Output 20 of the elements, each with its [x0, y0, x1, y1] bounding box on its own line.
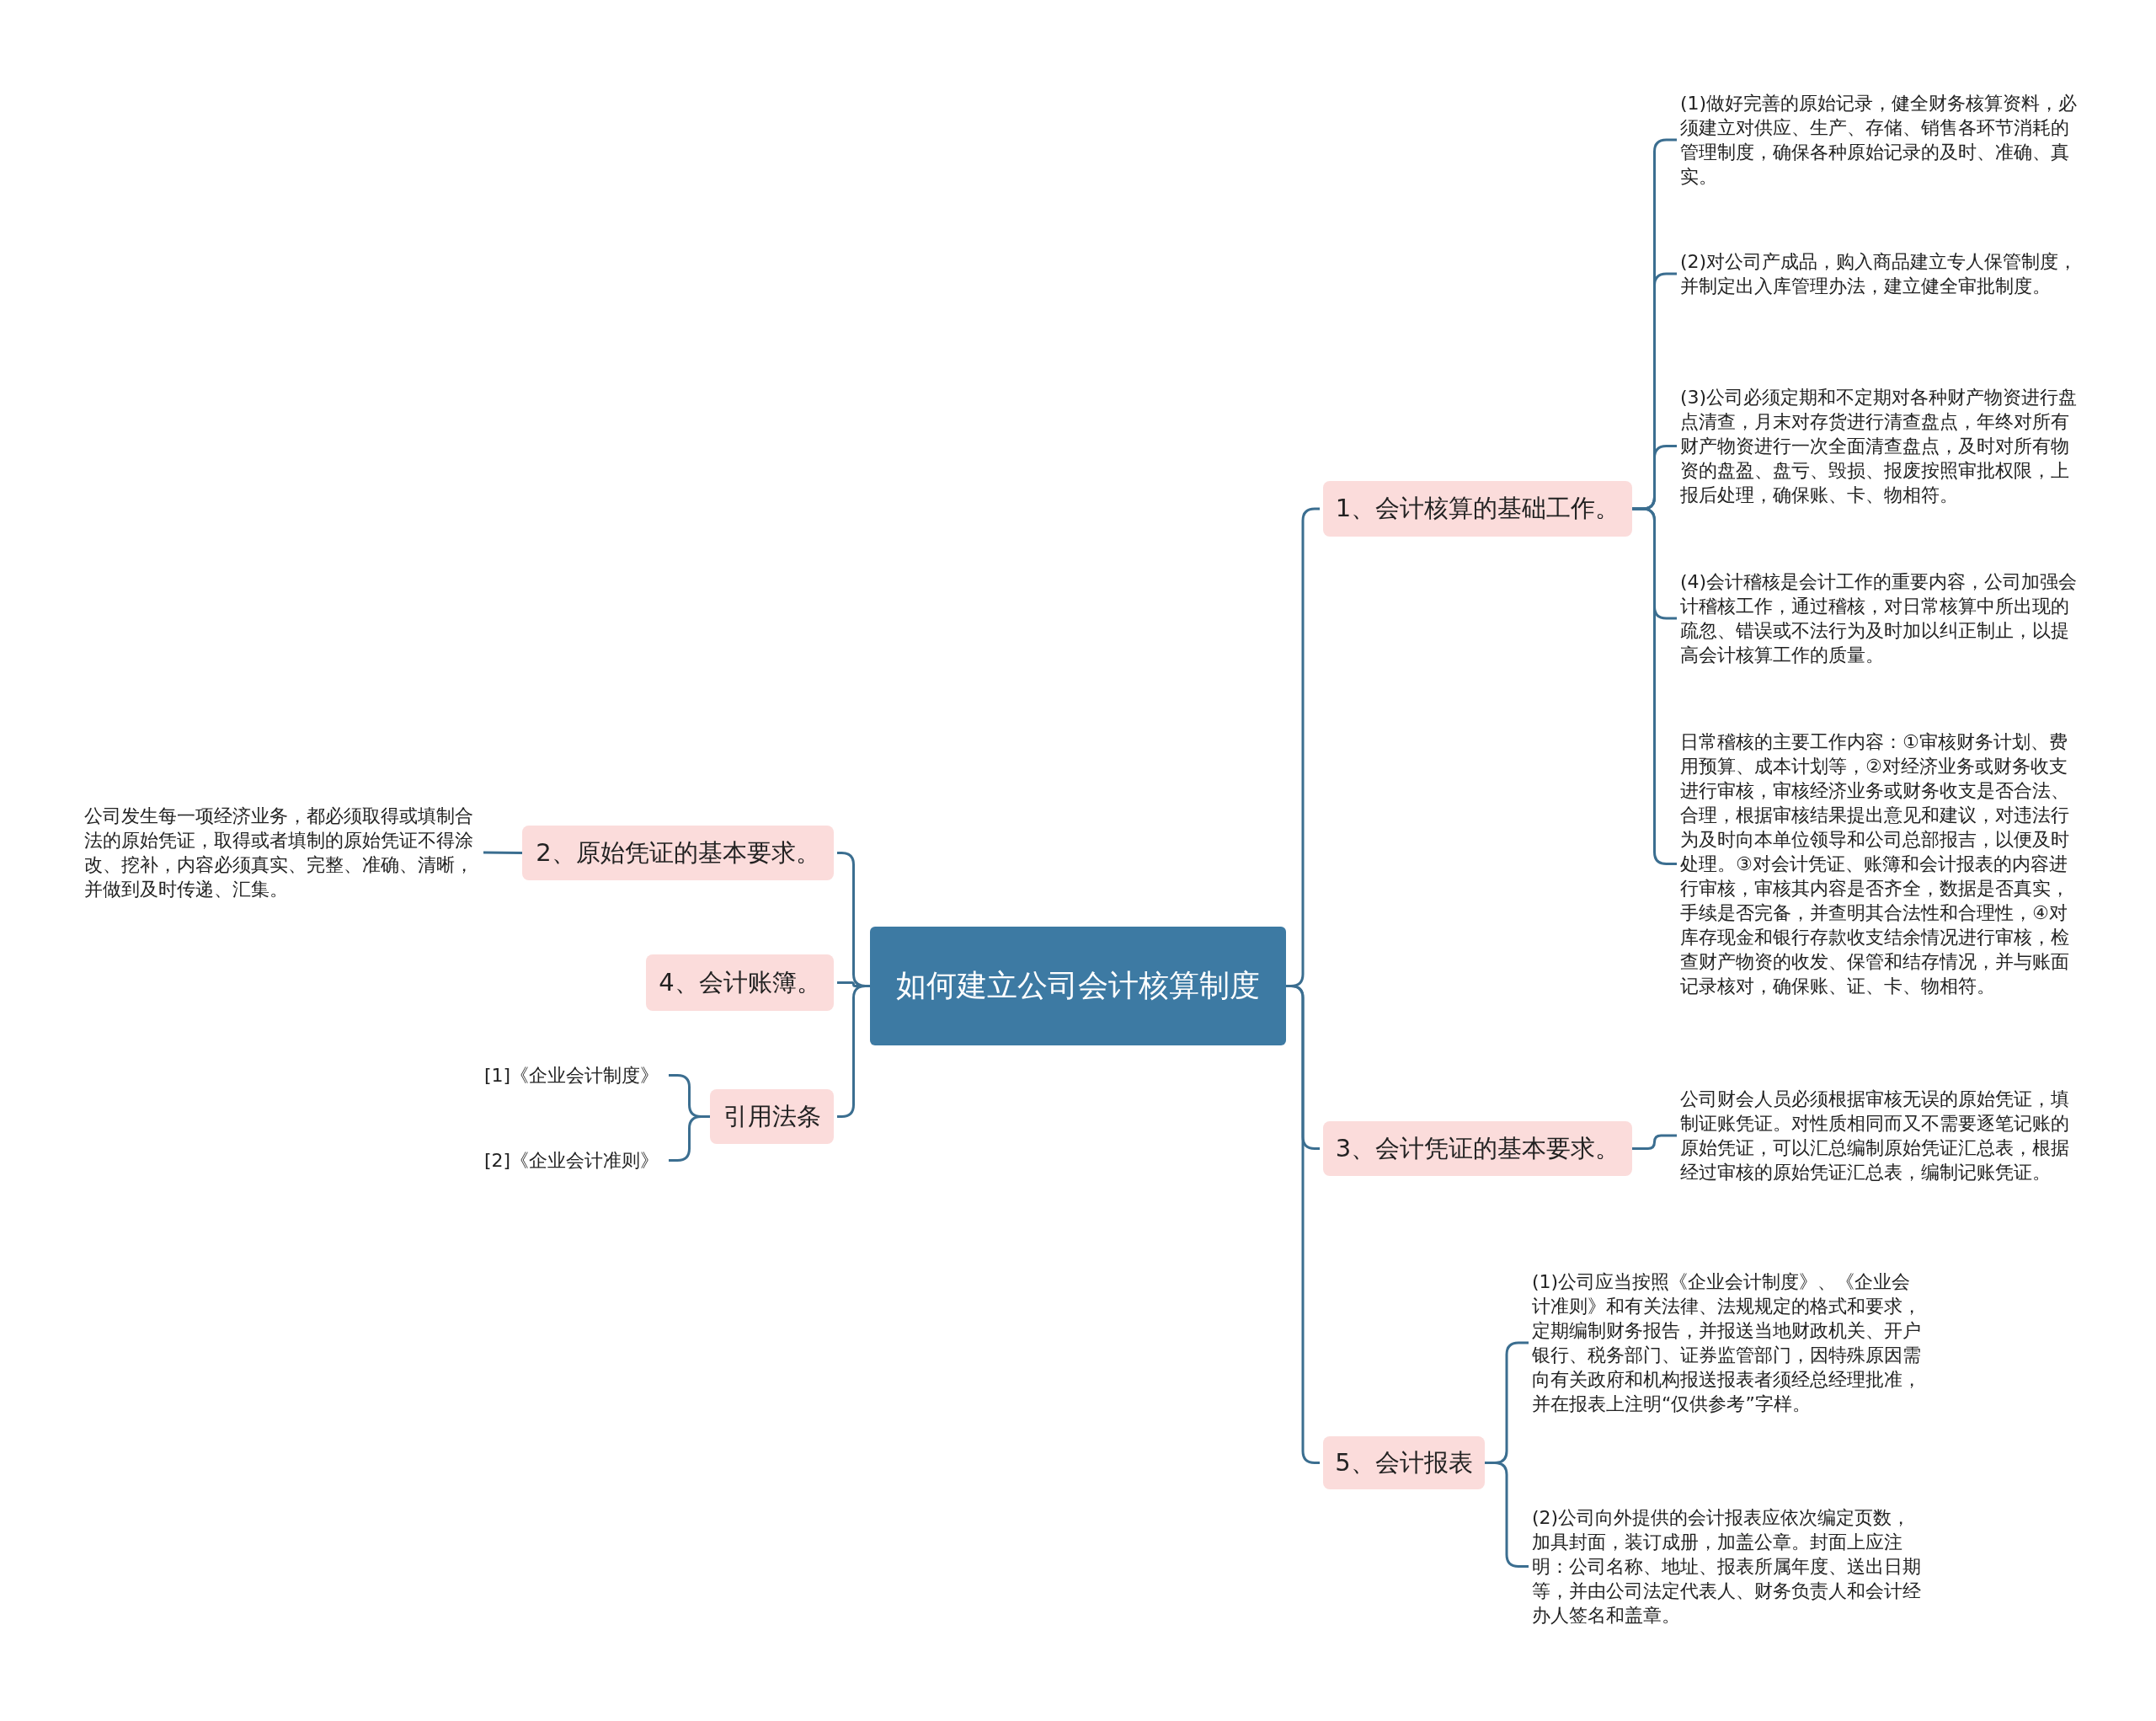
central-topic: 如何建立公司会计核算制度	[870, 927, 1286, 1045]
note-text: (2)公司向外提供的会计报表应依次编定页数，加具封面，装订成册，加盖公章。封面上应注明：公司名称、地址、报表所属年度、送出日期等，并由公司法定代表人、财务负责人和会计经办人签名和盖章。	[1532, 1505, 1928, 1627]
note-text: (2)对公司产成品，购入商品建立专人保管制度，并制定出入库管理办法，建立健全审批制度。	[1680, 249, 2080, 298]
note-text: (4)会计稽核是会计工作的重要内容，公司加强会计稽核工作，通过稽核，对日常核算中所出现的疏忽、错误或不法行为及时加以纠正制止，以提高会计核算工作的质量。	[1680, 569, 2080, 667]
connector-line	[1632, 1134, 1677, 1150]
note-text: (1)做好完善的原始记录，健全财务核算资料，必须建立对供应、生产、存储、销售各环节消耗的管理制度，确保各种原始记录的及时、准确、真实。	[1680, 91, 2080, 189]
note-text: (3)公司必须定期和不定期对各种财产物资进行盘点清查，月末对存货进行清查盘点，年终对所有财产物资进行一次全面清查盘点，及时对所有物资的盘盈、盘亏、毁损、报废按照审批权限，上报后处理，确保账、卡、物相符。	[1680, 385, 2080, 507]
connector-line	[483, 851, 522, 854]
topic-box: 4、会计账簿。	[646, 954, 834, 1011]
note-text: 公司财会人员必须根据审核无误的原始凭证，填制证账凭证。对性质相同而又不需要逐笔记账的原始凭证，可以汇总编制原始凭证汇总表，根据经过审核的原始凭证汇总表，编制记账凭证。	[1680, 1087, 2080, 1184]
topic-box: 2、原始凭证的基本要求。	[522, 826, 834, 880]
topic-box: 1、会计核算的基础工作。	[1323, 481, 1632, 537]
reference-text: [2]《企业会计准则》	[484, 1148, 665, 1173]
topic-box: 3、会计凭证的基本要求。	[1323, 1121, 1632, 1176]
note-text: 日常稽核的主要工作内容：①审核财务计划、费用预算、成本计划等，②对经济业务或财务收支进行审核，审核经济业务或财务收支是否合法、合理，根据审核结果提出意见和建议，对违法行为及时向本单位领导和公司总部报吉，以便及时处理。③对会计凭证、账簿和会计报表的内容进行审核，审核其内容是否齐全，数据是否真实，手续是否完备，并查明其合法性和合理性，④对库存现金和银行存款收支结余情况进行审核，检查财产物资的收发、保管和结存情况，并与账面记录核对，确保账、证、卡、物相符。	[1680, 730, 2080, 998]
note-text: (1)公司应当按照《企业会计制度》、《企业会计准则》和有关法律、法规规定的格式和要求，定期编制财务报告，并报送当地财政机关、开户银行、税务部门、证券监管部门，因特殊原因需向有关政府和机构报送报表者须经总经理批准，并在报表上注明“仅供参考”字样。	[1532, 1269, 1928, 1416]
reference-text: [1]《企业会计制度》	[484, 1063, 665, 1088]
note-text: 公司发生每一项经济业务，都必须取得或填制合法的原始凭证，取得或者填制的原始凭证不得涂改、挖补，内容必须真实、完整、准确、清晰，并做到及时传递、汇集。	[84, 804, 480, 901]
topic-box: 引用法条	[710, 1089, 834, 1144]
topic-box: 5、会计报表	[1323, 1436, 1485, 1489]
